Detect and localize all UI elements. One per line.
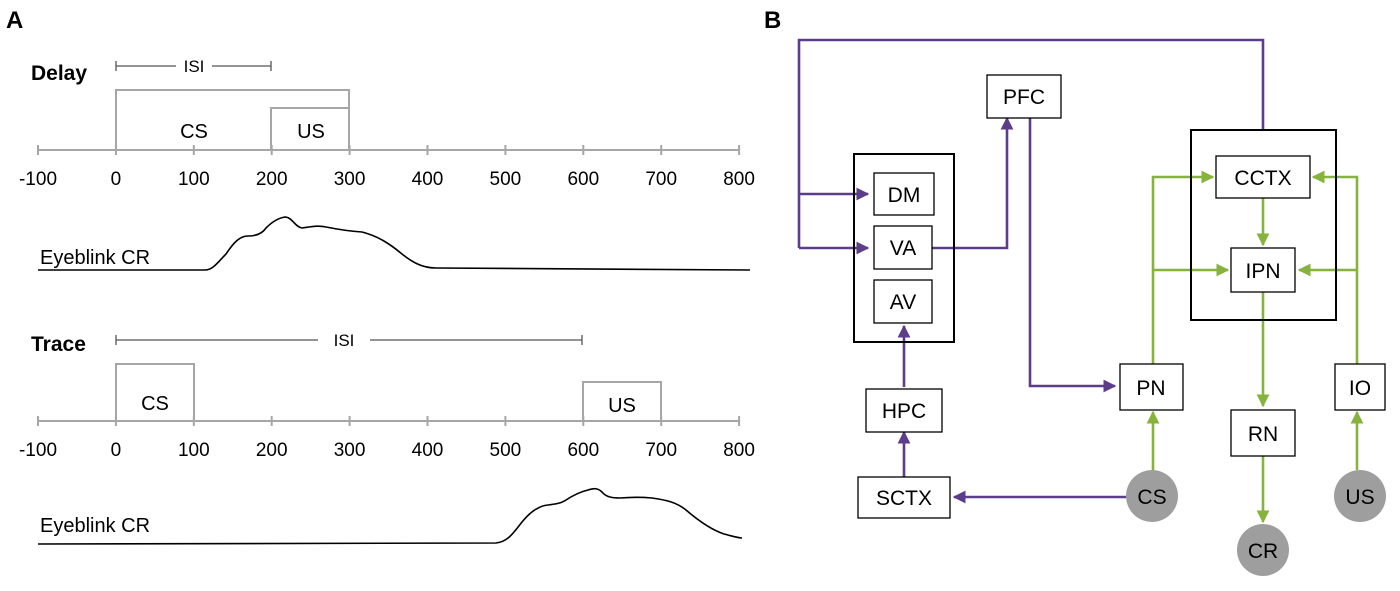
- delay-time-axis: -100 0 100 200 300 400 500 600 700 800: [19, 145, 755, 190]
- node-rn: RN: [1230, 409, 1296, 457]
- svg-text:HPC: HPC: [882, 400, 926, 423]
- panel-a: A Delay ISI CS US -100 0 100 200 300 400 500 60…: [6, 7, 755, 545]
- node-us-stimulus: US: [1334, 470, 1386, 522]
- node-cctx: CCTX: [1215, 155, 1311, 199]
- svg-text:SCTX: SCTX: [876, 487, 932, 510]
- cerebellum-group-box: [1190, 129, 1337, 321]
- svg-text:CS: CS: [1137, 486, 1166, 509]
- svg-text:US: US: [1345, 486, 1374, 509]
- delay-cr-curve: [38, 216, 751, 271]
- delay-title: Delay: [31, 62, 87, 85]
- svg-text:CR: CR: [1248, 540, 1278, 563]
- svg-text:IPN: IPN: [1245, 260, 1280, 283]
- node-pn: PN: [1119, 363, 1184, 411]
- delay-axis-tick-label: 300: [334, 169, 366, 190]
- arrow-va-to-pfc: [932, 116, 1014, 250]
- svg-text:IO: IO: [1349, 377, 1371, 400]
- svg-text:DM: DM: [888, 184, 921, 207]
- node-pfc: PFC: [986, 74, 1062, 119]
- delay-axis-tick-label: 600: [567, 169, 599, 190]
- trace-axis-tick-label: -100: [19, 440, 57, 461]
- panel-b-letter: B: [764, 7, 781, 34]
- delay-axis-tick-label: 400: [412, 169, 444, 190]
- trace-us-pulse: [582, 381, 662, 421]
- delay-isi-label: ISI: [184, 57, 205, 76]
- thalamus-group-box: [853, 153, 955, 343]
- forebrain-connections: [797, 38, 1265, 504]
- delay-axis-tick-label: 100: [178, 169, 210, 190]
- trace-axis-tick-label: 0: [111, 440, 122, 461]
- node-cr-response: CR: [1237, 524, 1289, 576]
- delay-axis-tick-label: 700: [645, 169, 677, 190]
- trace-axis-tick-label: 700: [645, 440, 677, 461]
- node-cs-stimulus: CS: [1126, 470, 1178, 522]
- arrow-pn-to-cctx: [1151, 170, 1215, 364]
- node-ipn: IPN: [1230, 247, 1296, 293]
- node-av: AV: [873, 279, 933, 324]
- arrow-pfc-to-pn: [1028, 118, 1117, 393]
- trace-cr-curve: [37, 487, 743, 545]
- trace-axis-tick-label: 100: [178, 440, 210, 461]
- delay-cs-label: CS: [180, 121, 208, 143]
- trace-title: Trace: [31, 333, 86, 356]
- delay-cs-pulse: [115, 89, 350, 150]
- trace-cs-pulse: [115, 363, 195, 421]
- trace-axis-tick-label: 500: [490, 440, 522, 461]
- svg-text:CCTX: CCTX: [1234, 167, 1291, 190]
- trace-axis-tick-label: 200: [256, 440, 288, 461]
- panel-b: B: [764, 7, 1386, 576]
- trace-isi-label: ISI: [334, 331, 355, 350]
- trace-cs-label: CS: [141, 393, 169, 415]
- svg-text:PFC: PFC: [1003, 86, 1045, 109]
- panel-a-letter: A: [6, 7, 23, 34]
- delay-us-pulse: [270, 107, 349, 150]
- delay-isi-indicator: ISI: [115, 57, 272, 76]
- node-sctx: SCTX: [857, 476, 951, 519]
- delay-axis-tick-label: 500: [490, 169, 522, 190]
- cerebellar-connections: [1146, 170, 1364, 524]
- trace-us-label: US: [608, 395, 636, 417]
- arrow-io-to-cctx: [1311, 170, 1359, 364]
- svg-text:VA: VA: [890, 237, 916, 260]
- delay-axis-tick-label: -100: [19, 169, 57, 190]
- svg-text:AV: AV: [890, 291, 916, 314]
- node-dm: DM: [873, 172, 935, 216]
- trace-axis-tick-label: 400: [412, 440, 444, 461]
- trace-isi-indicator: ISI: [115, 331, 583, 350]
- delay-us-label: US: [297, 121, 325, 143]
- node-io: IO: [1334, 363, 1386, 411]
- delay-section: Delay ISI CS US -100 0 100 200 300 400 500 600 7…: [19, 57, 755, 271]
- trace-time-axis: -100 0 100 200 300 400 500 600 700 800: [19, 416, 755, 461]
- node-va: VA: [873, 225, 933, 270]
- trace-axis-tick-label: 800: [723, 440, 755, 461]
- trace-axis-tick-label: 600: [567, 440, 599, 461]
- delay-cr-label: Eyeblink CR: [40, 247, 150, 269]
- delay-axis-tick-label: 800: [723, 169, 755, 190]
- trace-cr-label: Eyeblink CR: [40, 515, 150, 537]
- delay-axis-tick-label: 0: [111, 169, 122, 190]
- svg-text:PN: PN: [1136, 377, 1165, 400]
- trace-section: Trace ISI CS US -100 0 100 200 300 400 500 600 7…: [19, 331, 755, 545]
- trace-axis-tick-label: 300: [334, 440, 366, 461]
- delay-axis-tick-label: 200: [256, 169, 288, 190]
- svg-text:RN: RN: [1248, 423, 1278, 446]
- node-hpc: HPC: [865, 388, 943, 433]
